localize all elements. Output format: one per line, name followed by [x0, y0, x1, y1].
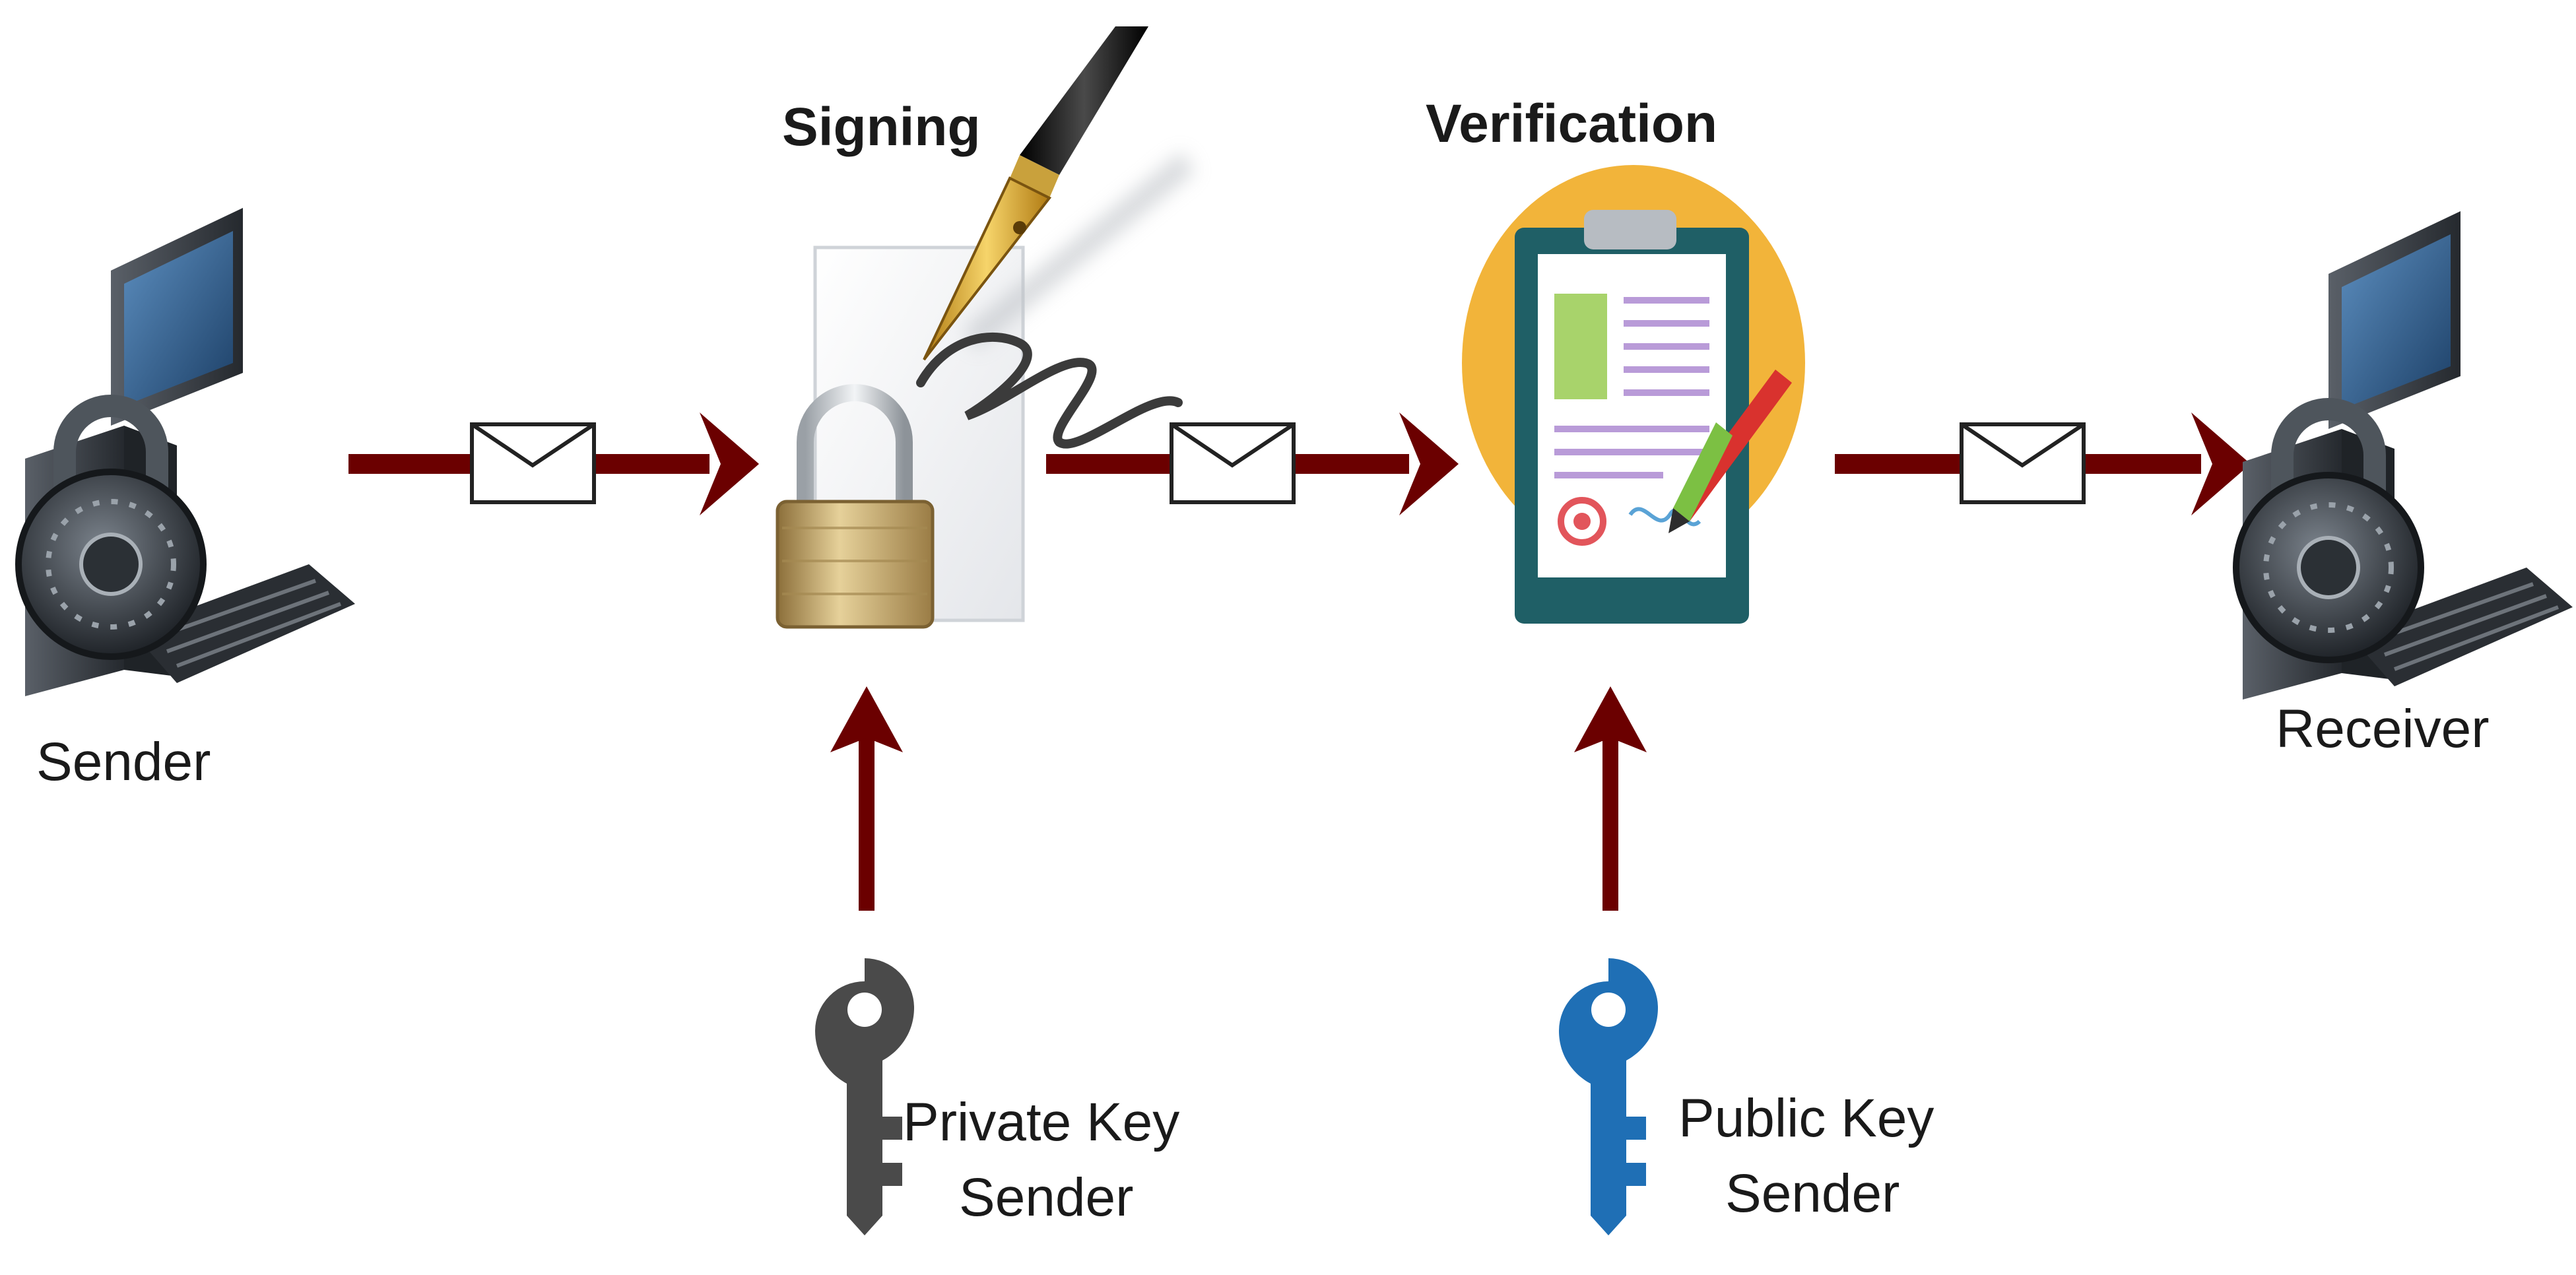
- receiver-node: Receiver: [2236, 211, 2573, 759]
- sender-label: Sender: [36, 732, 211, 792]
- verification-node: Verification: [1426, 94, 1805, 624]
- signing-node: Signing: [776, 26, 1195, 629]
- verification-label: Verification: [1426, 94, 1717, 154]
- signed-document-with-padlock-icon: [776, 26, 1195, 629]
- arrow-verification-to-receiver: [1835, 412, 2251, 515]
- clipboard-checklist-icon: [1462, 165, 1805, 624]
- arrow-private-key-to-signing: [830, 686, 903, 911]
- computer-with-lock-icon: [2236, 211, 2573, 700]
- receiver-label: Receiver: [2276, 699, 2490, 759]
- public-key-owner-label: Sender: [1725, 1163, 1899, 1224]
- computer-with-lock-icon: [18, 208, 355, 696]
- arrow-signing-to-verification: [1046, 412, 1459, 515]
- arrow-sender-to-signing: [348, 412, 759, 515]
- sender-node: Sender: [18, 208, 355, 792]
- envelope-icon: [1172, 424, 1294, 502]
- envelope-icon: [1962, 424, 2084, 502]
- envelope-icon: [472, 424, 594, 502]
- signing-label: Signing: [782, 97, 981, 157]
- public-key-label: Public Key: [1678, 1088, 1934, 1148]
- public-key: Public Key Sender: [1559, 958, 1934, 1235]
- private-key-label: Private Key: [903, 1092, 1179, 1152]
- arrow-public-key-to-verification: [1574, 686, 1647, 911]
- private-key-owner-label: Sender: [959, 1167, 1133, 1227]
- private-key: Private Key Sender: [815, 958, 1179, 1235]
